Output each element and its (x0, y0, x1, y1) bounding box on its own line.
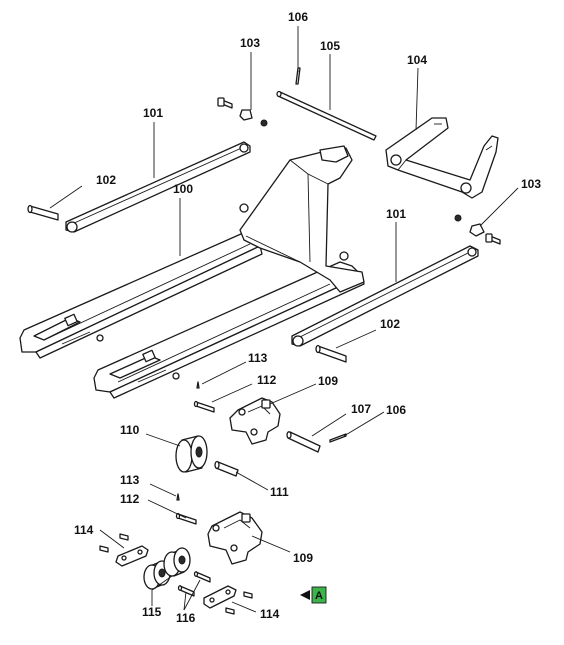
spring-pin-106-top (295, 67, 301, 85)
callout-109-upper: 109 (318, 374, 338, 388)
spring-pin-113-lower (176, 493, 180, 501)
roller-bracket-109-lower (207, 511, 263, 565)
rollers-115 (143, 547, 191, 590)
callout-105: 105 (320, 39, 340, 53)
callout-114-right: 114 (260, 607, 280, 621)
callout-110: 110 (120, 423, 140, 437)
pin-105 (276, 90, 377, 141)
callout-103-top: 103 (240, 36, 260, 50)
detail-marker-a: A (300, 586, 327, 604)
callout-109-lower: 109 (293, 551, 313, 565)
axle-111 (214, 460, 239, 477)
callout-113-lower: 113 (120, 473, 140, 487)
callout-106-right: 106 (386, 403, 406, 417)
marker-label: A (315, 590, 323, 602)
callout-112-lower: 112 (120, 492, 140, 506)
pin-102-left (27, 204, 59, 221)
callout-101-right: 101 (386, 207, 406, 221)
marker-arrow-icon (300, 590, 310, 600)
bolt-set-103-top (217, 97, 268, 127)
bolt-set-103-right (454, 214, 501, 245)
roller-bracket-109-upper (229, 397, 281, 445)
push-rod-101-right (291, 245, 479, 347)
callout-104: 104 (407, 53, 427, 67)
callout-112-upper: 112 (257, 373, 277, 387)
pin-107 (286, 431, 321, 453)
marker-box (311, 586, 327, 604)
callout-100: 100 (173, 182, 193, 196)
leader-lines (49, 26, 519, 613)
callout-102-left: 102 (96, 173, 116, 187)
callout-113-upper: 113 (248, 351, 268, 365)
callout-116: 116 (176, 611, 196, 625)
spring-pin-113-upper (196, 381, 200, 389)
callout-115: 115 (142, 605, 162, 619)
callout-labels: 100 101 101 102 102 103 103 104 105 106 … (74, 10, 541, 625)
pin-112-upper (193, 400, 215, 413)
callout-114-left: 114 (74, 523, 94, 537)
callout-107: 107 (351, 402, 371, 416)
callout-106-top: 106 (288, 10, 308, 24)
handle-bracket-104 (385, 117, 499, 199)
callout-103-right: 103 (521, 177, 541, 191)
spring-pin-106-right (329, 433, 347, 443)
callout-111: 111 (270, 485, 289, 499)
callout-101-left: 101 (143, 106, 163, 120)
push-rod-101-left (65, 141, 251, 233)
frame-100 (19, 145, 365, 399)
axles-116 (177, 571, 211, 597)
side-plate-114-right (203, 585, 253, 615)
side-plate-114-left (99, 533, 149, 567)
load-roller-110 (175, 435, 208, 473)
callout-102-right: 102 (380, 317, 400, 331)
pin-102-right (315, 344, 347, 363)
